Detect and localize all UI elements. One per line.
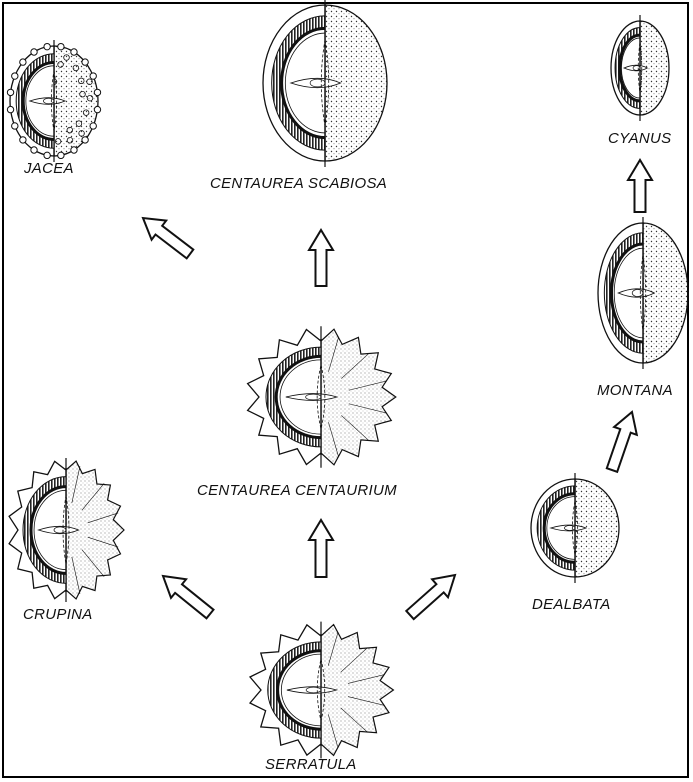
arrow-centaurea-centaurium-to-centaurea-scabiosa: [309, 230, 333, 286]
arrow-serratula-to-centaurea-centaurium: [309, 520, 333, 577]
pollen-grain-montana: [598, 217, 688, 369]
label-cyanus: CYANUS: [608, 130, 672, 147]
label-serratula: SERRATULA: [265, 756, 357, 773]
pollen-grain-jacea: [7, 40, 100, 162]
label-montana: MONTANA: [597, 382, 673, 399]
arrow-serratula-to-dealbata: [406, 575, 455, 619]
pollen-grain-centaurea-centaurium: [248, 326, 396, 468]
arrow-montana-to-cyanus: [628, 160, 652, 212]
arrow-dealbata-to-montana: [607, 412, 637, 472]
label-centaurea-centaurium: CENTAUREA CENTAURIUM: [197, 482, 397, 499]
arrow-centaurea-centaurium-to-jacea: [143, 218, 193, 258]
arrow-serratula-to-crupina: [163, 576, 214, 618]
pollen-grain-cyanus: [611, 15, 669, 121]
label-jacea: JACEA: [24, 160, 74, 177]
pollen-grain-centaurea-scabiosa: [263, 0, 387, 167]
label-dealbata: DEALBATA: [532, 596, 611, 613]
label-crupina: CRUPINA: [23, 606, 93, 623]
pollen-grain-crupina: [9, 458, 124, 602]
label-centaurea-scabiosa: CENTAUREA SCABIOSA: [210, 175, 387, 192]
pollen-grain-serratula: [250, 622, 393, 759]
pollen-grain-dealbata: [531, 473, 619, 583]
